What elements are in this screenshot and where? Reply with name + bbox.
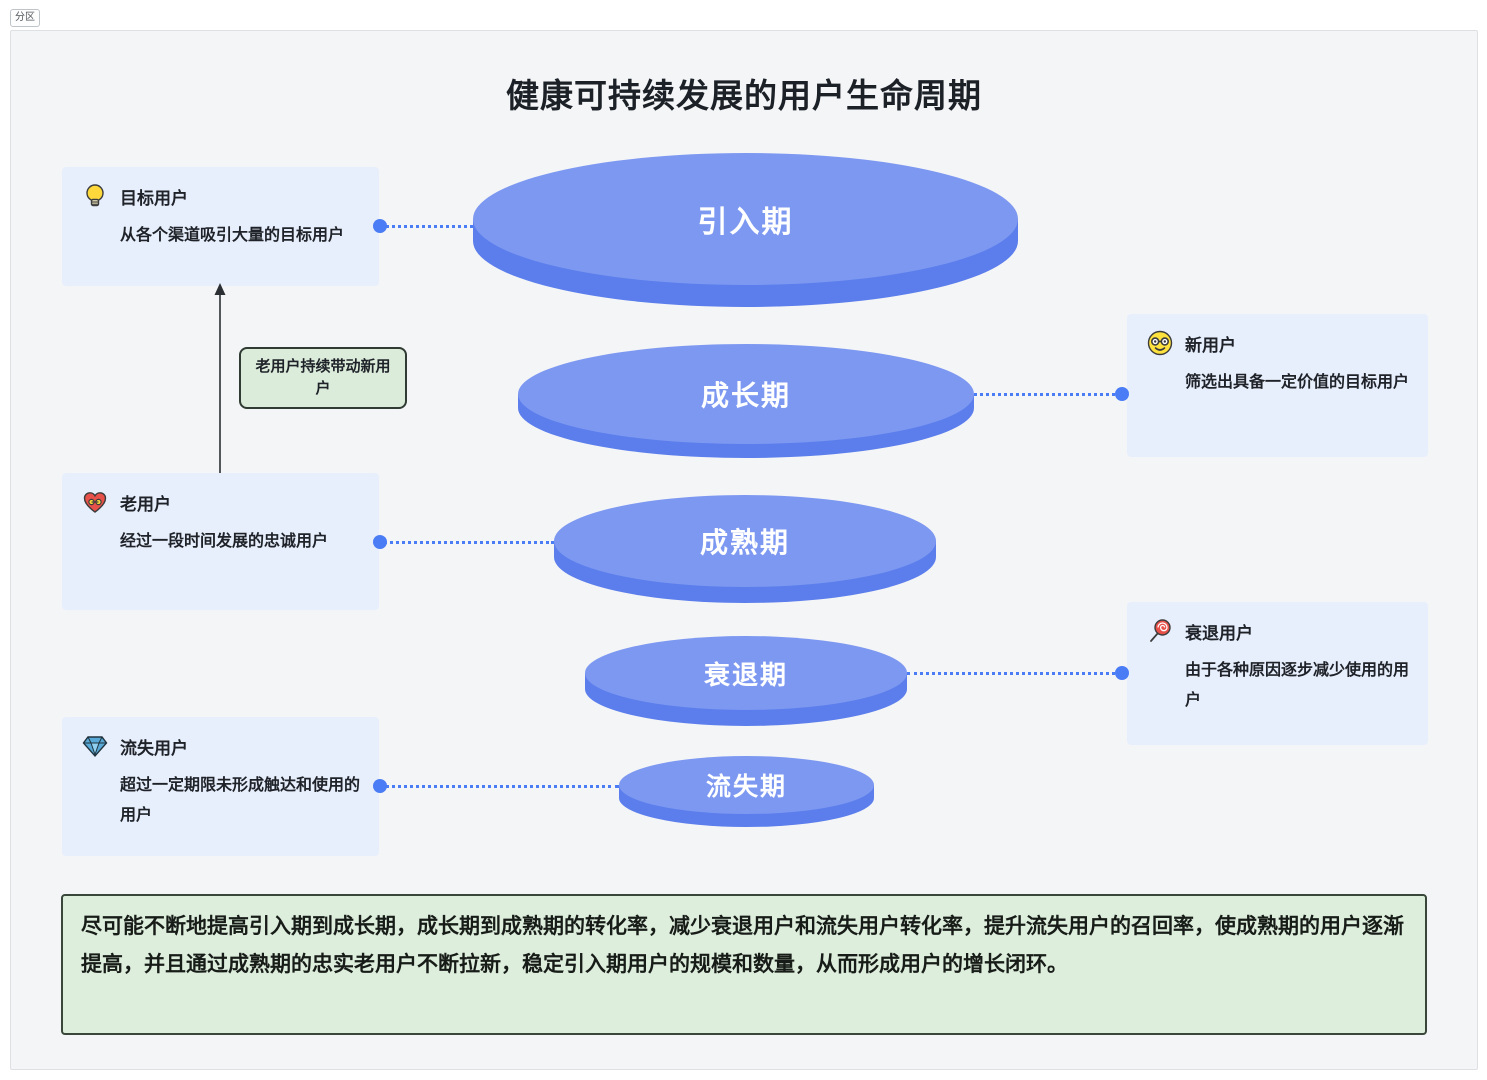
heart-ribbon-icon: [83, 492, 107, 513]
funnel-stage-intro[interactable]: 引入期: [473, 153, 1018, 307]
stage-label: 成熟期: [699, 527, 790, 558]
lollipop-icon: [1150, 619, 1171, 642]
callout-desc: 从各个渠道吸引大量的目标用户: [120, 227, 345, 244]
callout-desc: 超过一定期限未形成触达和使用的用户: [120, 777, 361, 824]
callout-title: 老用户: [120, 494, 171, 514]
diagram-title: 健康可持续发展的用户生命周期: [506, 77, 982, 114]
annotation-box[interactable]: 老用户持续带动新用户: [239, 347, 407, 409]
connector-line: [907, 672, 1127, 675]
cylinder-shape: [585, 636, 907, 726]
stage-label: 衰退期: [703, 659, 788, 690]
callout-title: 流失用户: [120, 738, 188, 758]
stage-label: 成长期: [700, 380, 791, 411]
stage-label: 引入期: [697, 206, 794, 239]
connector-dot: [1115, 666, 1129, 680]
connector-line: [379, 785, 619, 788]
callout-desc: 由于各种原因逐步减少使用的用户: [1185, 662, 1410, 709]
connector-dot: [1115, 387, 1129, 401]
funnel-stage-maturity[interactable]: 成熟期: [554, 495, 936, 603]
callout-desc: 筛选出具备一定价值的目标用户: [1185, 374, 1410, 391]
callout-title: 新用户: [1185, 335, 1236, 355]
callout-loyal-users[interactable]: 老用户 经过一段时间发展的忠诚用户: [62, 473, 379, 610]
callout-churned-users[interactable]: 流失用户 超过一定期限未形成触达和使用的用户: [62, 717, 379, 856]
connector-line: [379, 541, 554, 544]
connector-line: [379, 225, 473, 228]
funnel-stage-churn[interactable]: 流失期: [619, 756, 874, 827]
nerd-face-icon: [1147, 330, 1173, 356]
callout-desc: 经过一段时间发展的忠诚用户: [120, 533, 329, 550]
callout-target-users[interactable]: 目标用户 从各个渠道吸引大量的目标用户: [62, 167, 379, 286]
callout-new-users[interactable]: 新用户 筛选出具备一定价值的目标用户: [1127, 314, 1428, 457]
stage-label: 流失期: [705, 773, 787, 801]
cylinder-shape: [554, 495, 936, 603]
callout-title: 衰退用户: [1185, 623, 1253, 643]
cylinder-shape: [473, 153, 1018, 307]
bulb-icon: [86, 184, 104, 207]
gem-icon: [82, 736, 108, 758]
callout-title: 目标用户: [120, 188, 188, 208]
funnel-stage-decline[interactable]: 衰退期: [585, 636, 907, 726]
summary-note[interactable]: 尽可能不断地提高引入期到成长期，成长期到成熟期的转化率，减少衰退用户和流失用户转…: [61, 894, 1427, 1035]
connector-dot: [373, 535, 387, 549]
connector-dot: [373, 779, 387, 793]
funnel-stage-growth[interactable]: 成长期: [518, 344, 974, 458]
callout-declining-users[interactable]: 衰退用户 由于各种原因逐步减少使用的用户: [1127, 602, 1428, 745]
connector-dot: [373, 219, 387, 233]
connector-line: [974, 393, 1127, 396]
up-arrow: [214, 283, 226, 473]
cylinder-shape: [518, 344, 974, 458]
partition-tag[interactable]: 分区: [10, 9, 40, 27]
diagram-canvas: 健康可持续发展的用户生命周期 引入期 成长期 成熟期: [10, 30, 1478, 1070]
cylinder-shape: [619, 756, 874, 827]
